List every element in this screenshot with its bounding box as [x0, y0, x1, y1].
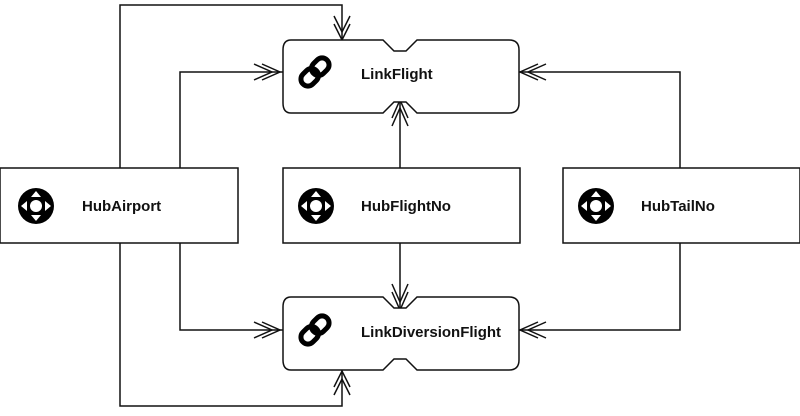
connection-lines	[119, 4, 681, 407]
arrowhead	[261, 63, 282, 81]
hub-flight-no-label: HubFlightNo	[361, 198, 451, 215]
arrowhead	[526, 321, 547, 339]
arrowhead	[518, 63, 539, 81]
edge-hubtailno-linkdiversion	[518, 243, 681, 331]
hub-compass-icon	[298, 188, 334, 224]
edge-hubairport-linkdiversion-side	[179, 243, 283, 331]
arrowhead	[261, 321, 282, 339]
hub-compass-icon	[578, 188, 614, 224]
edge-hubtailno-linkflight	[518, 71, 681, 168]
hub-tail-no-label: HubTailNo	[641, 198, 715, 215]
arrowhead	[391, 283, 409, 304]
edge-hubairport-linkflight-side	[179, 71, 283, 168]
edge-hubairport-linkdiversion-outer	[119, 243, 343, 407]
arrowhead	[526, 63, 547, 81]
arrowhead	[333, 369, 351, 388]
arrowhead	[253, 321, 274, 339]
arrowhead	[253, 63, 274, 81]
hub-compass-icon	[18, 188, 54, 224]
hub-airport-label: HubAirport	[82, 198, 162, 215]
edge-hubairport-linkflight-outer	[119, 4, 343, 168]
link-flight-label: LinkFlight	[361, 66, 433, 83]
arrowhead	[391, 106, 409, 127]
arrowhead	[518, 321, 539, 339]
arrowhead	[333, 377, 351, 396]
arrowhead	[333, 15, 351, 34]
link-node-shape[interactable]	[282, 39, 520, 114]
link-diversion-flight-label: LinkDiversionFlight	[361, 324, 502, 341]
link-node-shape[interactable]	[282, 296, 520, 371]
